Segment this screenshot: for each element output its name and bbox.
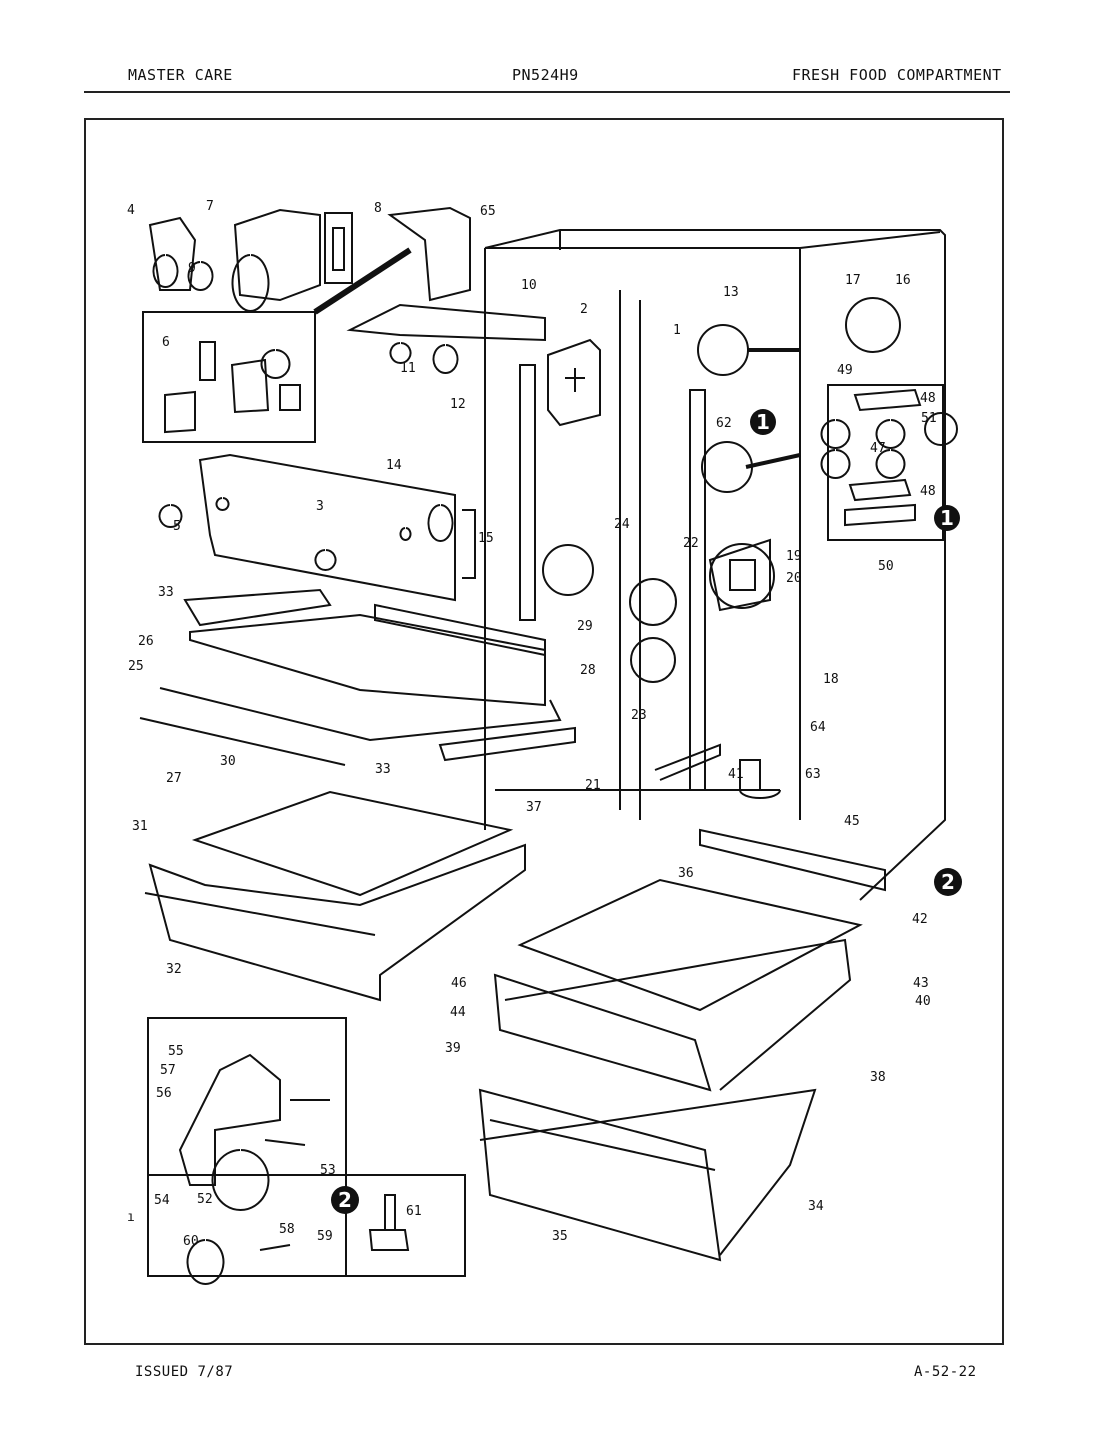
part-callout-59: 59 <box>317 1229 333 1244</box>
callout-badges <box>331 409 962 1214</box>
part-callout-50: 50 <box>878 559 894 574</box>
part-callout-30: 30 <box>220 754 236 769</box>
diagram-linework <box>139 206 958 1285</box>
part-callout-43: 43 <box>913 976 929 991</box>
part-callout-54: 54 <box>154 1193 170 1208</box>
part-callout-5: 5 <box>173 519 181 534</box>
part-callout-11: 11 <box>400 361 416 376</box>
part-callout-25: 25 <box>128 659 144 674</box>
header-section-title: FRESH FOOD COMPARTMENT <box>792 66 1002 84</box>
badge-1-upper <box>750 409 776 435</box>
part-callout-46: 46 <box>451 976 467 991</box>
part-callout-55: 55 <box>168 1044 184 1059</box>
part-callout-32: 32 <box>166 962 182 977</box>
part-callout-12: 12 <box>450 397 466 412</box>
badge-1-lower <box>934 505 960 531</box>
stray-mark: ı <box>127 1210 135 1225</box>
part-callout-10: 10 <box>521 278 537 293</box>
part-callout-57: 57 <box>160 1063 176 1078</box>
part-callout-19: 19 <box>786 549 802 564</box>
part-callout-64: 64 <box>810 720 826 735</box>
footer-page-number: A-52-22 <box>914 1364 977 1380</box>
part-callout-4: 4 <box>127 203 135 218</box>
part-callout-18: 18 <box>823 672 839 687</box>
part-callout-52: 52 <box>197 1192 213 1207</box>
part-callout-31: 31 <box>132 819 148 834</box>
part-callout-13: 13 <box>723 285 739 300</box>
header-manufacturer: MASTER CARE <box>128 66 233 84</box>
part-callout-40: 40 <box>915 994 931 1009</box>
part-callout-36: 36 <box>678 866 694 881</box>
part-callout-42: 42 <box>912 912 928 927</box>
part-callout-48: 48 <box>920 484 936 499</box>
part-callout-24: 24 <box>614 517 630 532</box>
part-callout-16: 16 <box>895 273 911 288</box>
part-callout-17: 17 <box>845 273 861 288</box>
part-callout-51: 51 <box>921 411 937 426</box>
badge-label-1: 1 <box>756 410 770 434</box>
part-callout-6: 6 <box>162 335 170 350</box>
part-callout-60: 60 <box>183 1234 199 1249</box>
part-callout-2: 2 <box>580 302 588 317</box>
part-callout-65: 65 <box>480 204 496 219</box>
part-callout-45: 45 <box>844 814 860 829</box>
part-callout-44: 44 <box>450 1005 466 1020</box>
part-callout-27: 27 <box>166 771 182 786</box>
part-callout-14: 14 <box>386 458 402 473</box>
badge-2-main <box>934 868 962 896</box>
header-rule <box>84 91 1010 93</box>
part-callout-7: 7 <box>206 199 214 214</box>
part-callout-33: 33 <box>158 585 174 600</box>
part-callout-26: 26 <box>138 634 154 649</box>
part-callout-39: 39 <box>445 1041 461 1056</box>
part-callout-63: 63 <box>805 767 821 782</box>
badge-label-2: 2 <box>338 1188 352 1212</box>
footer-issue-date: ISSUED 7/87 <box>135 1364 234 1380</box>
part-callout-56: 56 <box>156 1086 172 1101</box>
part-callout-37: 37 <box>526 800 542 815</box>
part-callout-33: 33 <box>375 762 391 777</box>
part-callout-29: 29 <box>577 619 593 634</box>
part-callout-61: 61 <box>406 1204 422 1219</box>
part-callout-58: 58 <box>279 1222 295 1237</box>
part-callout-35: 35 <box>552 1229 568 1244</box>
part-callout-47: 47 <box>870 441 886 456</box>
badge-2-inset <box>331 1186 359 1214</box>
header-model-number: PN524H9 <box>512 66 579 84</box>
part-callout-9: 9 <box>188 261 196 276</box>
part-callout-34: 34 <box>808 1199 824 1214</box>
badge-label-2: 2 <box>941 870 955 894</box>
part-callout-62: 62 <box>716 416 732 431</box>
part-callout-8: 8 <box>374 201 382 216</box>
part-callout-1: 1 <box>673 323 681 338</box>
part-callout-38: 38 <box>870 1070 886 1085</box>
part-callout-48: 48 <box>920 391 936 406</box>
part-callout-49: 49 <box>837 363 853 378</box>
part-callout-53: 53 <box>320 1163 336 1178</box>
diagram-frame <box>84 118 1004 1345</box>
part-callout-23: 23 <box>631 708 647 723</box>
part-callout-22: 22 <box>683 536 699 551</box>
part-callout-21: 21 <box>585 778 601 793</box>
part-callout-15: 15 <box>478 531 494 546</box>
badge-label-1: 1 <box>940 506 954 530</box>
part-callout-3: 3 <box>316 499 324 514</box>
part-callout-28: 28 <box>580 663 596 678</box>
part-callout-41: 41 <box>728 767 744 782</box>
part-callout-20: 20 <box>786 571 802 586</box>
